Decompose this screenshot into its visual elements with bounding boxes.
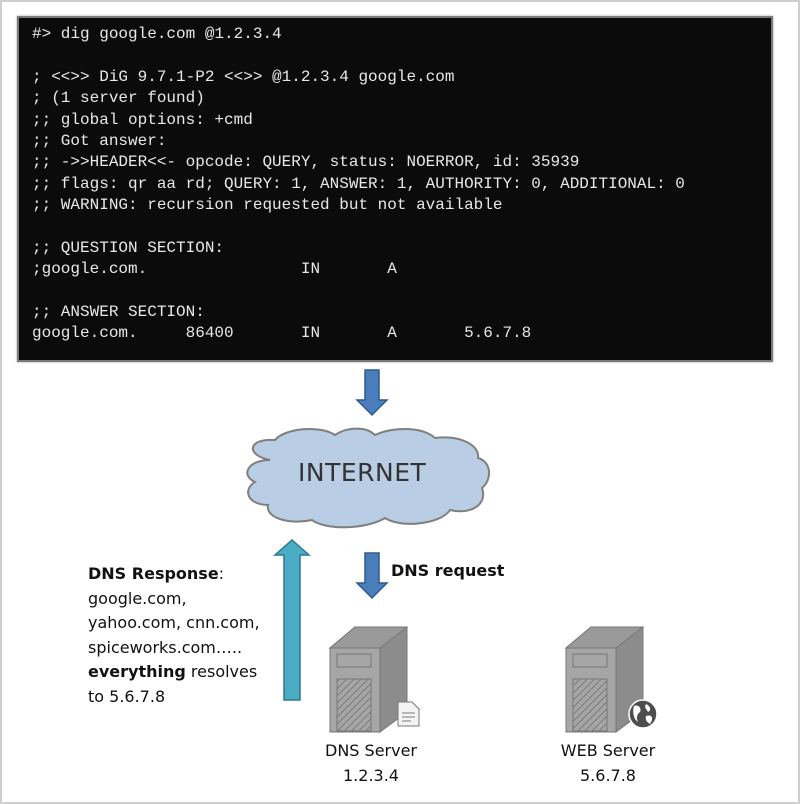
arrow-down-icon xyxy=(355,552,389,600)
dns-server-label: DNS Server 1.2.3.4 xyxy=(301,738,441,788)
terminal-line: #> dig google.com @1.2.3.4 xyxy=(32,25,282,43)
colon: : xyxy=(218,564,225,583)
terminal-line: ;; QUESTION SECTION: xyxy=(32,238,225,257)
server-name: WEB Server xyxy=(560,741,656,760)
internet-label: INTERNET xyxy=(298,458,427,487)
response-line: resolves xyxy=(185,662,258,681)
terminal-line: ; <<>> DiG 9.7.1-P2 <<>> @1.2.3.4 google… xyxy=(32,67,455,86)
terminal-line: ;; flags: qr aa rd; QUERY: 1, ANSWER: 1,… xyxy=(32,174,685,193)
arrow-down-icon xyxy=(355,369,389,417)
internet-cloud-icon xyxy=(246,427,490,529)
terminal-line: ; (1 server found) xyxy=(32,89,205,108)
document-icon xyxy=(397,701,420,727)
terminal-output: #> dig google.com @1.2.3.4 ; <<>> DiG 9.7… xyxy=(32,24,685,345)
terminal-line: ;; WARNING: recursion requested but not … xyxy=(32,196,503,215)
terminal-line: ;; ANSWER SECTION: xyxy=(32,303,205,322)
response-line: yahoo.com, cnn.com, xyxy=(88,613,260,632)
server-ip: 5.6.7.8 xyxy=(580,766,636,785)
dns-server-icon xyxy=(328,626,420,733)
terminal-line: ;; ->>HEADER<<- opcode: QUERY, status: N… xyxy=(32,153,580,172)
terminal-line: ;google.com. IN A xyxy=(32,260,397,279)
server-ip: 1.2.3.4 xyxy=(343,766,399,785)
web-server-label: WEB Server 5.6.7.8 xyxy=(538,738,678,788)
dns-response-text: DNS Response: google.com, yahoo.com, cnn… xyxy=(88,562,260,709)
web-server-icon xyxy=(564,626,658,733)
dns-request-label: DNS request xyxy=(391,561,505,580)
response-line: to 5.6.7.8 xyxy=(88,686,166,706)
globe-icon xyxy=(628,699,658,729)
response-line: google.com, xyxy=(88,588,187,608)
response-bold-word: everything xyxy=(88,662,186,681)
dns-response-title: DNS Response xyxy=(88,564,219,583)
arrow-up-icon xyxy=(273,538,311,701)
response-line: spiceworks.com….. xyxy=(88,637,243,657)
terminal-line: ;; Got answer: xyxy=(32,131,167,150)
terminal-line: ;; global options: +cmd xyxy=(32,110,253,129)
terminal-line: google.com. 86400 IN A 5.6.7.8 xyxy=(32,324,532,343)
server-name: DNS Server xyxy=(325,741,417,760)
terminal-window: #> dig google.com @1.2.3.4 ; <<>> DiG 9.7… xyxy=(17,16,773,362)
